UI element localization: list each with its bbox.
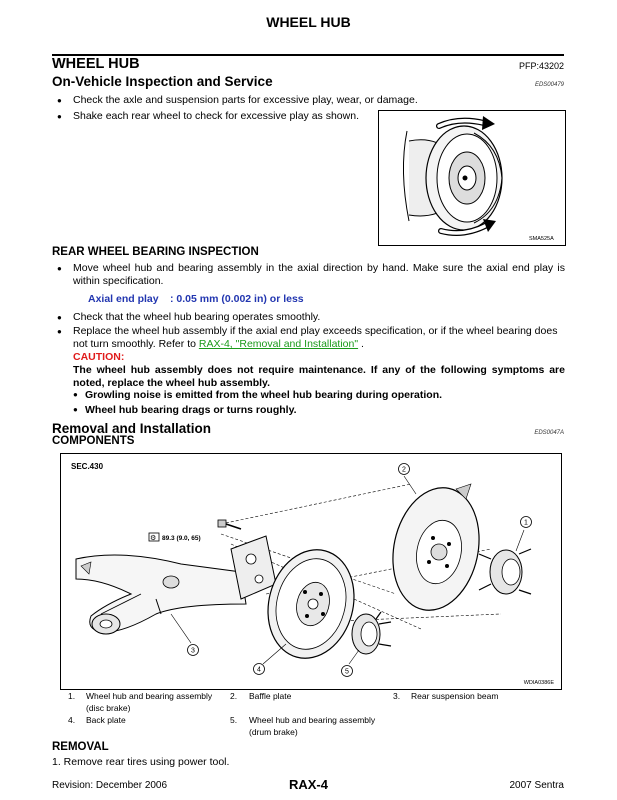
removal-installation-link[interactable]: RAX-4, "Removal and Installation" bbox=[198, 338, 359, 350]
spec-value: : 0.05 mm (0.002 in) or less bbox=[170, 293, 304, 305]
caution-text: The wheel hub assembly does not require … bbox=[73, 364, 565, 389]
wheel-shake-figure: SMA525A bbox=[378, 110, 566, 246]
spec-label: Axial end play bbox=[88, 293, 159, 305]
legend-text-5: Wheel hub and bearing assembly (drum bra… bbox=[249, 715, 376, 737]
diagram-code: WDIA0386E bbox=[524, 680, 555, 686]
legend-text-1: Wheel hub and bearing assembly (disc bra… bbox=[86, 691, 213, 713]
callout-3: 3 bbox=[191, 648, 195, 655]
subsection-title: On-Vehicle Inspection and Service bbox=[52, 74, 273, 89]
bullet-icon: ● bbox=[57, 96, 62, 105]
bearing-bullet-2: Check that the wheel hub bearing operate… bbox=[73, 311, 321, 323]
figure-code: SMA525A bbox=[529, 236, 554, 242]
bearing-bullet-1: Move wheel hub and bearing assembly in t… bbox=[73, 262, 565, 287]
bearing-bullet-3-end: . bbox=[361, 338, 364, 350]
footer-model: 2007 Sentra bbox=[509, 780, 565, 791]
legend-num-4: 4. bbox=[68, 715, 76, 725]
pfp-code: PFP:43202 bbox=[518, 61, 564, 71]
torque-icon bbox=[148, 532, 160, 542]
legend-text-2: Baffle plate bbox=[249, 691, 292, 701]
svg-text:⚙: ⚙ bbox=[150, 534, 156, 542]
footer-page-number: RAX-4 bbox=[288, 777, 328, 792]
caution-item-1: Growling noise is emitted from the wheel… bbox=[85, 389, 443, 401]
caution-label: CAUTION: bbox=[73, 351, 125, 363]
components-diagram: SEC.430 ⚙ 89.3 (9.0, 65) bbox=[60, 453, 562, 690]
section-title: WHEEL HUB bbox=[52, 56, 140, 72]
bullet-icon: ● bbox=[57, 112, 62, 121]
wheel-shake-illustration: SMA525A bbox=[402, 116, 554, 242]
section-divider bbox=[52, 54, 564, 56]
callout-2: 2 bbox=[402, 467, 406, 474]
bearing-bullet-3-text: Replace the wheel hub assembly if the ax… bbox=[73, 325, 558, 350]
bullet-icon: ● bbox=[57, 327, 62, 336]
components-title: COMPONENTS bbox=[52, 435, 135, 447]
callout-1: 1 bbox=[524, 520, 528, 527]
legend-text-3: Rear suspension beam bbox=[411, 691, 499, 701]
footer-revision: Revision: December 2006 bbox=[52, 780, 168, 791]
bullet-icon: ● bbox=[73, 390, 78, 399]
page-header-title: WHEEL HUB bbox=[266, 14, 351, 30]
legend-num-3: 3. bbox=[393, 691, 401, 701]
removal-section-title: Removal and Installation bbox=[52, 421, 212, 436]
bearing-inspection-title: REAR WHEEL BEARING INSPECTION bbox=[52, 246, 259, 258]
legend-num-2: 2. bbox=[230, 691, 238, 701]
callout-5: 5 bbox=[345, 669, 349, 676]
bullet-icon: ● bbox=[57, 264, 62, 273]
legend-text-4: Back plate bbox=[86, 715, 126, 725]
removal-ref-code: EDS0047A bbox=[534, 430, 564, 436]
removal-title: REMOVAL bbox=[52, 741, 109, 753]
bullet-icon: ● bbox=[57, 313, 62, 322]
bullet-icon: ● bbox=[73, 405, 78, 414]
section-ref-code: EDS00479 bbox=[534, 82, 564, 88]
bearing-bullet-3: Replace the wheel hub assembly if the ax… bbox=[73, 325, 565, 351]
components-exploded-view: SEC.430 ⚙ 89.3 (9.0, 65) bbox=[71, 462, 555, 686]
callout-4: 4 bbox=[257, 667, 261, 674]
inspection-bullet-2: Shake each rear wheel to check for exces… bbox=[73, 110, 359, 122]
caution-item-2: Wheel hub bearing drags or turns roughly… bbox=[85, 404, 297, 416]
legend-num-1: 1. bbox=[68, 691, 76, 701]
removal-step-1: 1. Remove rear tires using power tool. bbox=[52, 756, 230, 768]
legend-num-5: 5. bbox=[230, 715, 238, 725]
torque-value: 89.3 (9.0, 65) bbox=[162, 535, 201, 542]
inspection-bullet-1: Check the axle and suspension parts for … bbox=[73, 94, 418, 106]
sec-label: SEC.430 bbox=[71, 462, 104, 471]
